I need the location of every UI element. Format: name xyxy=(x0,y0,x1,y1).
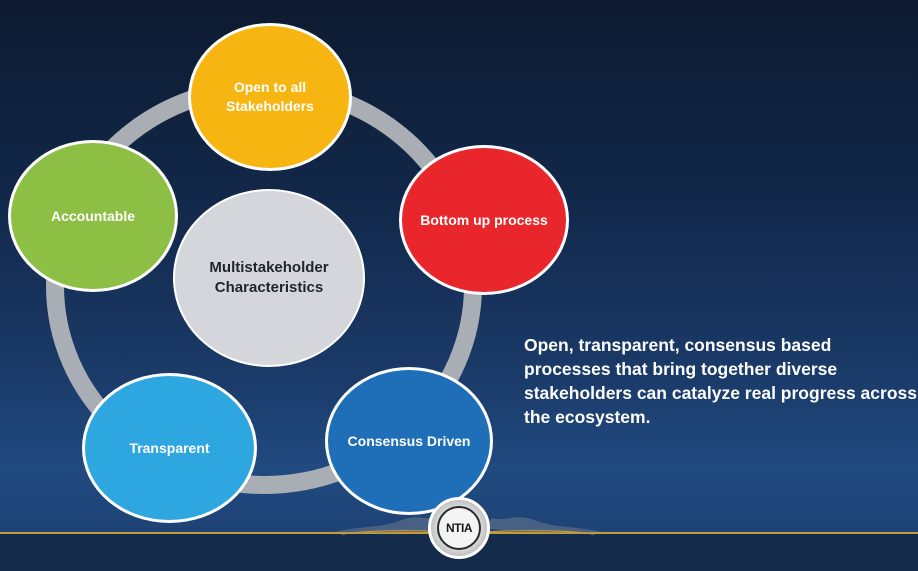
node-label: Consensus Driven xyxy=(347,432,471,449)
node-transparent: Transparent xyxy=(82,373,257,523)
seal-text: NTIA xyxy=(437,506,481,550)
center-label: Multistakeholder Characteristics xyxy=(209,259,329,296)
node-accountable: Accountable xyxy=(8,140,178,292)
caption-text: Open, transparent, consensus based proce… xyxy=(524,335,917,427)
node-bottom-up-process: Bottom up process xyxy=(399,145,569,295)
center-hub: Multistakeholder Characteristics xyxy=(173,189,365,367)
node-open-to-all-stakeholders: Open to all Stakeholders xyxy=(188,23,352,171)
node-label: Accountable xyxy=(50,207,135,224)
node-label: Bottom up process xyxy=(420,211,548,228)
ntia-seal-logo: NTIA xyxy=(428,497,490,559)
node-label: Transparent xyxy=(129,439,210,456)
node-label: Open to all Stakeholders xyxy=(226,79,314,114)
node-consensus-driven: Consensus Driven xyxy=(325,367,493,515)
